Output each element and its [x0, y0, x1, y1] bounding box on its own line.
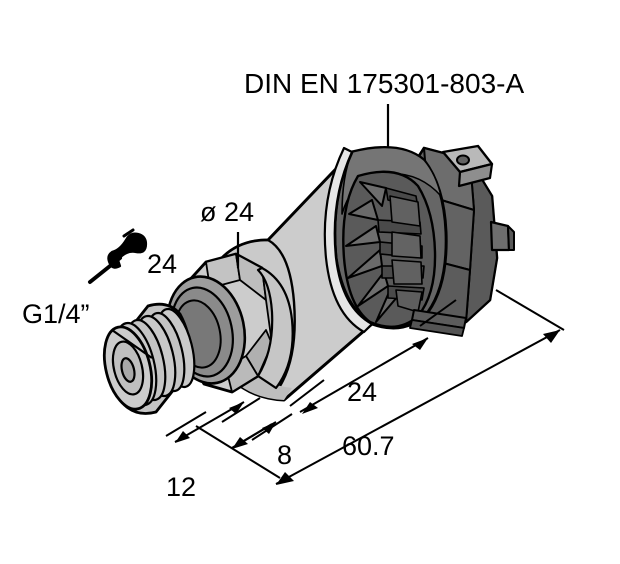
dim-24-label: 24: [347, 377, 377, 407]
dimension-thread-length: 12: [165, 401, 273, 502]
body-right-rim: [323, 146, 374, 334]
dim-24-arrow-right: [412, 338, 428, 350]
dim-607-ext-left: [195, 425, 281, 479]
page-title: DIN EN 175301-803-A: [244, 68, 524, 99]
wrench-icon: [88, 228, 148, 284]
wrench-size-label: 24: [147, 249, 177, 279]
side-protrusion: [489, 220, 515, 252]
dim-8-ext-left: [221, 397, 261, 423]
diameter-label: ø 24: [200, 197, 254, 227]
dim-607-ext-right: [495, 289, 565, 331]
hex-transition-ring: [256, 266, 294, 390]
dim-607-line: [275, 329, 561, 485]
dim-8-label: 8: [277, 440, 292, 470]
mounting-tab-hole: [456, 154, 470, 166]
dim-24-line: [299, 337, 429, 413]
dimension-overall-length: 60.7: [195, 289, 565, 485]
pressure-port-bore: [120, 357, 136, 383]
threaded-connection: [102, 302, 196, 415]
thread-leader-line: [111, 329, 153, 359]
dim-8-arrow-right: [262, 422, 276, 434]
dim-12-label: 12: [166, 472, 196, 502]
dim-607-arrow-right: [543, 330, 560, 343]
mounting-tab: [441, 144, 494, 188]
dim-24-arrow-left: [302, 402, 318, 414]
dimension-housing-length: 24: [289, 299, 457, 414]
dim-607-label: 60.7: [342, 431, 395, 461]
dim-12-arrow-right: [229, 402, 244, 414]
dim-24-ext-left: [289, 379, 325, 407]
connector-housing: [333, 144, 515, 337]
dim-607-arrow-left: [276, 472, 294, 485]
thread-label: G1/4”: [22, 299, 90, 329]
dim-24-ext-right: [419, 299, 457, 327]
dim-12-ext-left: [165, 411, 207, 437]
housing-collar-bevel: [341, 146, 442, 215]
dim-12-ext-right: [231, 423, 273, 449]
dim-12-arrow-left: [175, 431, 190, 443]
